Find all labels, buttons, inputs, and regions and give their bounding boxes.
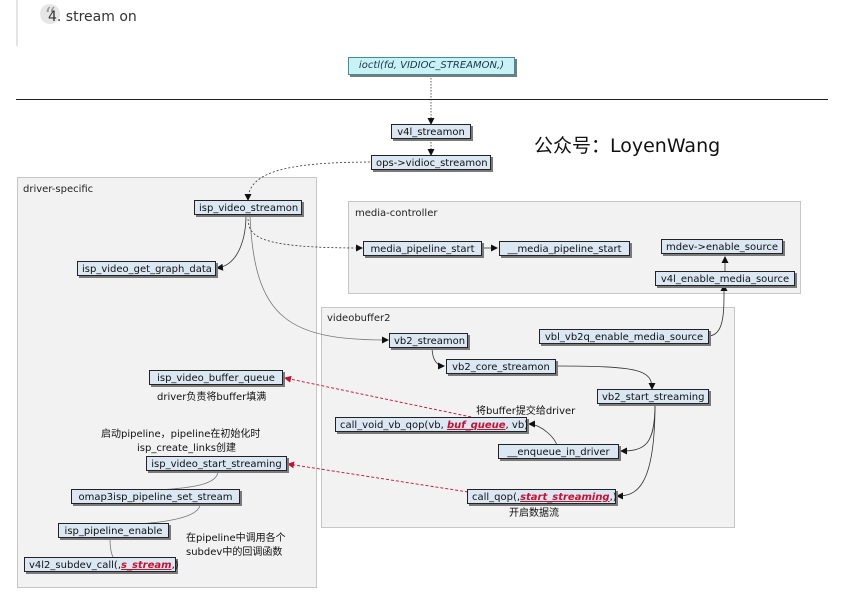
note-open-data-stream: 开启数据流: [509, 508, 559, 519]
vb2-core-streamon-box: vb2_core_streamon: [446, 359, 556, 374]
call-void-vb-qop-suffix: , vb): [505, 420, 529, 431]
v4l-enable-media-source-box: v4l_enable_media_source: [655, 271, 795, 286]
note-start-pipeline-line2: isp_create_links创建: [137, 443, 236, 454]
v4l2-subdev-call-box: v4l2_subdev_call(,s_stream,): [24, 557, 179, 572]
media-pipeline-start-box: media_pipeline_start: [363, 241, 482, 256]
note-driver-fills-buffer: driver负责将buffer填满: [157, 392, 267, 403]
note-callbacks-line2: subdev中的回调函数: [186, 547, 283, 558]
isp-video-start-streaming-box: isp_video_start_streaming: [146, 456, 287, 471]
v4l2-subdev-call-prefix: v4l2_subdev_call(,: [29, 560, 121, 571]
call-qop-highlight: start_streaming: [520, 492, 610, 503]
isp-video-buffer-queue-box: isp_video_buffer_queue: [149, 370, 283, 385]
vbl-vb2q-enable-media-source-box: vbl_vb2q_enable_media_source: [539, 329, 709, 344]
enqueue-in-driver-box: __enqueue_in_driver: [498, 444, 619, 459]
call-void-vb-qop-prefix: call_void_vb_qop(vb,: [340, 420, 447, 431]
v4l-streamon-box: v4l_streamon: [391, 124, 471, 139]
call-void-vb-qop-box: call_void_vb_qop(vb, buf_queue, vb): [335, 417, 529, 432]
isp-pipeline-enable-box: isp_pipeline_enable: [58, 523, 169, 538]
ops-vidioc-streamon-box: ops->vidioc_streamon: [371, 155, 491, 170]
region-media-controller-label: media-controller: [355, 208, 438, 219]
vb2-start-streaming-box: vb2_start_streaming: [597, 389, 709, 404]
v4l2-subdev-call-highlight: s_stream: [121, 560, 172, 571]
quote-icon: “: [40, 4, 60, 29]
note-submit-buffer-to-driver: 将buffer提交给driver: [476, 406, 576, 417]
region-videobuffer2-label: videobuffer2: [327, 313, 391, 324]
v4l2-subdev-call-suffix: ,): [171, 560, 179, 571]
quote-bar: [16, 0, 18, 46]
ioctl-streamon-call: ioctl(fd, VIDIOC_STREAMON,): [348, 57, 515, 75]
enable-source-box: mdev->enable_source: [661, 239, 783, 254]
vb2-streamon-box: vb2_streamon: [389, 333, 468, 348]
call-void-vb-qop-highlight: buf_queue: [446, 420, 506, 431]
divider: [16, 99, 828, 100]
call-qop-box: call_qop(,start_streaming,): [467, 489, 617, 504]
omap3isp-pipeline-set-stream-box: omap3isp_pipeline_set_stream: [71, 489, 240, 504]
note-start-pipeline-line1: 启动pipeline，pipeline在初始化时: [101, 429, 261, 440]
isp-video-streamon-box: isp_video_streamon: [194, 200, 302, 215]
brand-text: 公众号：LoyenWang: [534, 135, 721, 157]
call-qop-suffix: ,): [609, 492, 617, 503]
call-qop-prefix: call_qop(,: [472, 492, 521, 503]
media-pipeline-start-inner-box: __media_pipeline_start: [499, 241, 630, 256]
section-title: 4. stream on: [48, 9, 137, 25]
region-driver-specific-label: driver-specific: [23, 184, 94, 195]
note-callbacks-line1: 在pipeline中调用各个: [186, 533, 286, 544]
isp-video-get-graph-data-box: isp_video_get_graph_data: [77, 261, 216, 276]
